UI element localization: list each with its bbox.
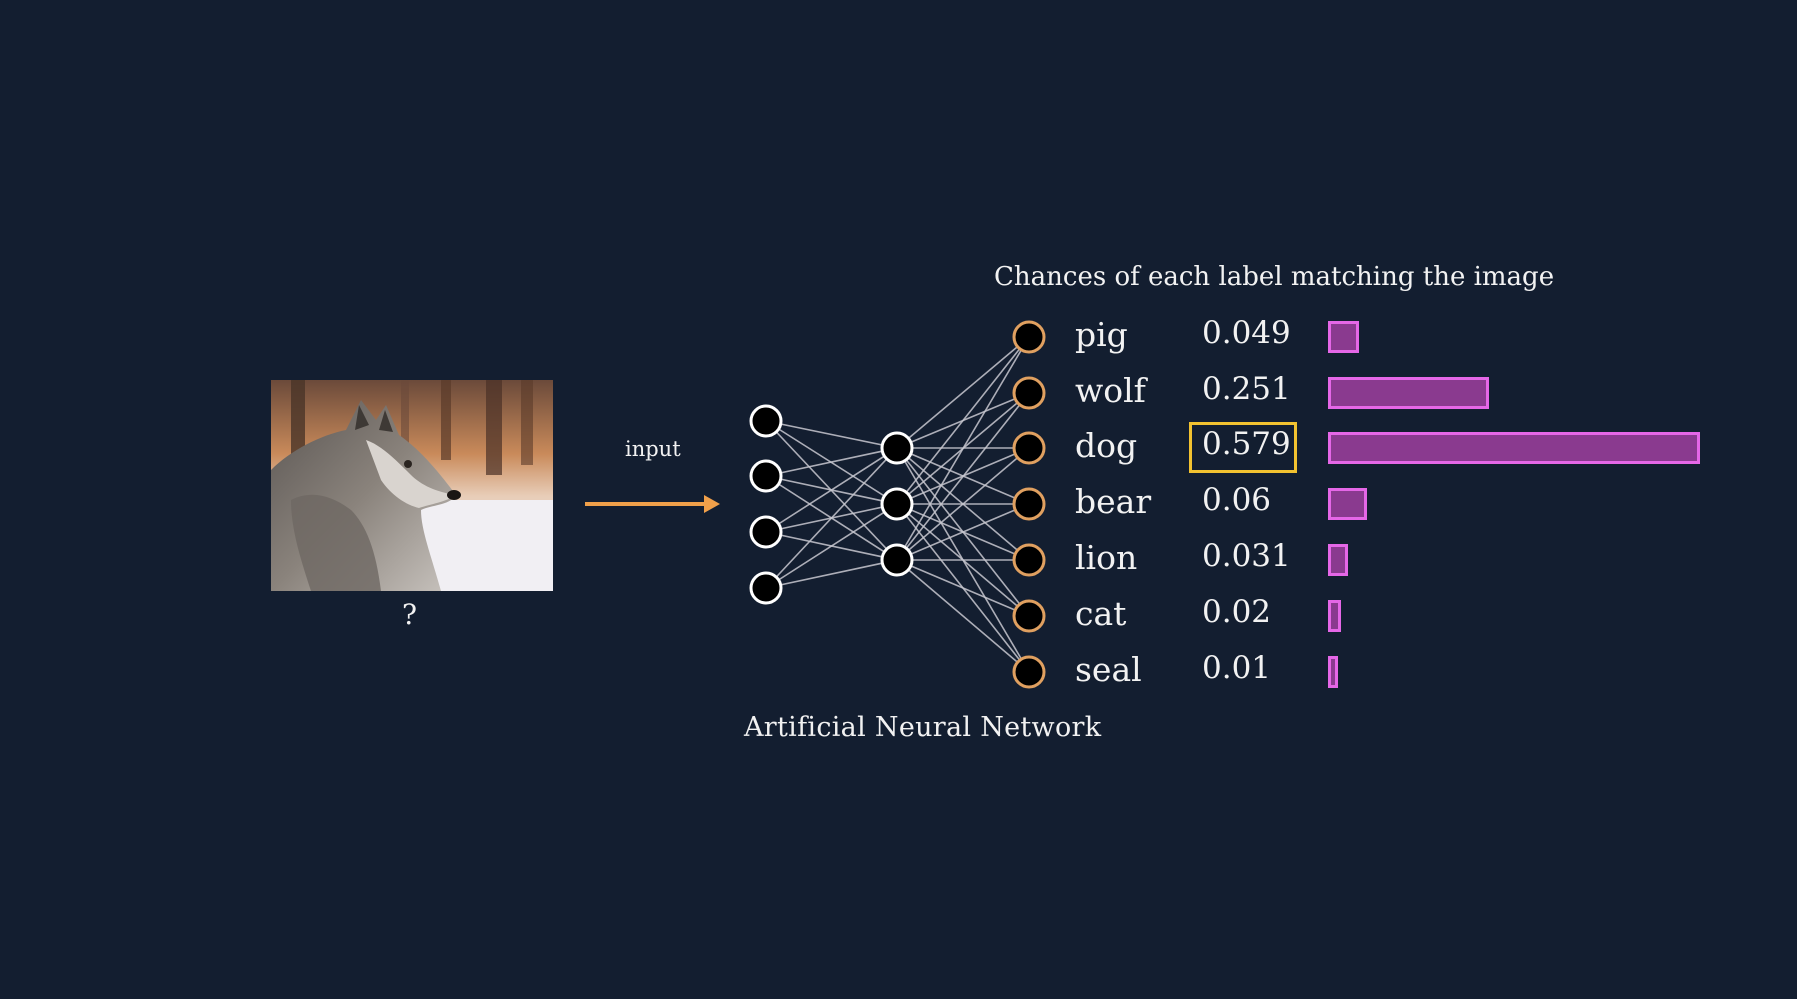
output-node-lion <box>1012 543 1046 577</box>
output-label-cat: cat <box>1075 594 1127 633</box>
network-edge <box>896 336 1030 561</box>
network-edge <box>765 503 898 589</box>
output-node-cat <box>1012 599 1046 633</box>
network-edge <box>896 392 1030 561</box>
output-value-wolf: 0.251 <box>1202 371 1291 407</box>
network-edge <box>896 559 1030 673</box>
network-label: Artificial Neural Network <box>744 712 1102 743</box>
probability-bar-bear <box>1328 488 1367 520</box>
network-edge <box>765 447 898 477</box>
output-node-dog <box>1012 431 1046 465</box>
hidden-node <box>880 543 914 577</box>
network-edge <box>765 447 898 533</box>
output-label-seal: seal <box>1075 650 1142 689</box>
probability-bar-dog <box>1328 432 1700 464</box>
output-value-lion: 0.031 <box>1202 538 1291 574</box>
probability-bar-lion <box>1328 544 1348 576</box>
network-edge <box>765 447 898 589</box>
output-value-cat: 0.02 <box>1202 594 1272 630</box>
input-node <box>749 571 783 605</box>
input-node <box>749 515 783 549</box>
network-edge <box>896 559 1030 617</box>
probability-bar-seal <box>1328 656 1338 688</box>
network-edge <box>896 336 1030 449</box>
hidden-node <box>880 487 914 521</box>
input-node <box>749 404 783 438</box>
chart-title: Chances of each label matching the image <box>994 262 1555 292</box>
network-edge <box>765 559 898 589</box>
hidden-node <box>880 431 914 465</box>
probability-bar-cat <box>1328 600 1341 632</box>
output-value-bear: 0.06 <box>1202 482 1272 518</box>
input-node <box>749 459 783 493</box>
network-nodes <box>749 320 1046 689</box>
output-node-wolf <box>1012 376 1046 410</box>
highlight-box <box>1189 422 1297 473</box>
output-node-seal <box>1012 655 1046 689</box>
input-arrow <box>585 495 720 513</box>
input-arrow-head <box>704 495 720 513</box>
network-edge <box>896 336 1030 505</box>
output-label-wolf: wolf <box>1075 371 1146 410</box>
input-label: input <box>625 437 681 461</box>
output-value-dog: 0.579 <box>1202 426 1291 462</box>
probability-bar-wolf <box>1328 377 1489 409</box>
output-label-pig: pig <box>1075 315 1128 354</box>
network-edge <box>765 420 898 449</box>
output-node-bear <box>1012 487 1046 521</box>
wolf-photo <box>271 380 553 591</box>
output-label-dog: dog <box>1075 426 1138 465</box>
network-edge <box>896 447 1030 561</box>
probability-bar-pig <box>1328 321 1359 353</box>
output-value-pig: 0.049 <box>1202 315 1291 351</box>
wolf-photo-art <box>271 380 553 591</box>
output-label-bear: bear <box>1075 482 1152 521</box>
network-edge <box>896 503 1030 561</box>
output-value-seal: 0.01 <box>1202 650 1272 686</box>
output-label-lion: lion <box>1075 538 1138 577</box>
network-edges <box>765 336 1030 673</box>
image-question-mark: ? <box>402 598 418 631</box>
output-node-pig <box>1012 320 1046 354</box>
